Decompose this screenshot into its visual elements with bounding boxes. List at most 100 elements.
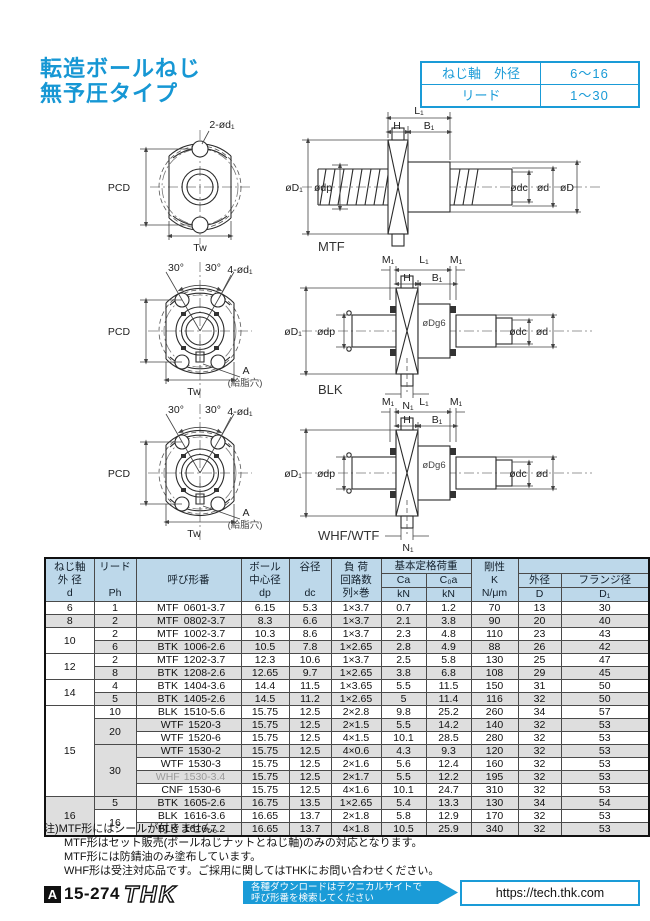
cell-flange-dia: 53 — [560, 809, 650, 823]
cell-ball-center-dia: 8.3 — [240, 614, 290, 628]
cell-ball-center-dia: 16.65 — [240, 822, 290, 837]
front-view-mtf: 2-ød₁ PCD Tw — [108, 119, 250, 254]
dim-pcd: PCD — [108, 182, 131, 194]
cell-root-dia: 12.5 — [288, 731, 332, 745]
download-banner: 各種ダウンロードはテクニカルサイトで 呼び形番を検索してください — [243, 881, 458, 904]
dim-bolt-holes-2: 2-ød₁ — [209, 119, 235, 131]
cell-od: 31 — [517, 679, 562, 693]
cell-root-dia: 10.6 — [288, 653, 332, 667]
technical-drawings: 30° 30° 4-ød₁ PCD Tw A (給脂穴) — [0, 105, 600, 556]
col-header-od: 外径 — [517, 573, 562, 588]
banner-line2: 呼び形番を検索してください — [251, 893, 374, 904]
cell-flange-dia: 53 — [560, 731, 650, 745]
cell-od: 26 — [517, 640, 562, 654]
cell-c0a: 11.4 — [425, 692, 472, 706]
cell-c0a: 5.8 — [425, 653, 472, 667]
cell-flange-dia: 43 — [560, 627, 650, 641]
cell-load-circuits: 2×1.7 — [330, 770, 382, 784]
cell-flange-dia: 53 — [560, 757, 650, 771]
cell-stiffness: 160 — [470, 757, 519, 771]
cell-ball-center-dia: 15.75 — [240, 744, 290, 758]
col-header-root-dia: 谷径 dc — [288, 557, 332, 602]
col-header-circuits: 負 荷 回路数 列×巻 — [330, 557, 382, 602]
cell-lead: 10 — [93, 705, 137, 719]
cell-c0a: 12.2 — [425, 770, 472, 784]
cell-ca: 2.3 — [380, 627, 427, 641]
cell-ball-center-dia: 14.5 — [240, 692, 290, 706]
spec-summary-row: リード 1〜30 — [422, 84, 638, 106]
cell-ball-center-dia: 14.4 — [240, 679, 290, 693]
front-view-blk — [108, 262, 263, 400]
cell-shaft-od: 10 — [44, 627, 95, 654]
spec-label-lead: リード — [422, 85, 541, 106]
cell-ball-center-dia: 12.65 — [240, 666, 290, 680]
cell-root-dia: 12.5 — [288, 757, 332, 771]
cell-od: 34 — [517, 796, 562, 810]
cell-od: 32 — [517, 757, 562, 771]
cell-root-dia: 5.3 — [288, 601, 332, 615]
cell-od: 34 — [517, 705, 562, 719]
spec-value-shaft-od: 6〜16 — [570, 66, 609, 81]
cell-ca: 10.5 — [380, 822, 427, 837]
cell-ca: 0.7 — [380, 601, 427, 615]
cell-od: 32 — [517, 744, 562, 758]
cell-load-circuits: 1×3.7 — [330, 614, 382, 628]
dim-nut-od: øD — [560, 182, 574, 194]
col-header-load-rating: 基本定格荷重 — [380, 557, 472, 574]
cell-flange-dia: 45 — [560, 666, 650, 680]
cell-flange-dia: 47 — [560, 653, 650, 667]
col-header-ca: Ca — [380, 573, 427, 588]
cell-load-circuits: 4×1.8 — [330, 822, 382, 837]
cell-stiffness: 310 — [470, 783, 519, 797]
cell-load-circuits: 1×2.65 — [330, 692, 382, 706]
dim-root-dia: ødc — [510, 182, 528, 194]
cell-stiffness: 195 — [470, 770, 519, 784]
spec-label-shaft-od: ねじ軸 外径 — [422, 63, 541, 84]
cell-stiffness: 260 — [470, 705, 519, 719]
cell-flange-dia: 30 — [560, 601, 650, 615]
cell-c0a: 12.4 — [425, 757, 472, 771]
cell-lead: 1 — [93, 601, 137, 615]
cell-stiffness: 70 — [470, 601, 519, 615]
cell-lead: 5 — [93, 796, 137, 810]
cell-load-circuits: 1×2.65 — [330, 796, 382, 810]
cell-ball-center-dia: 10.3 — [240, 627, 290, 641]
cell-load-circuits: 1×3.7 — [330, 601, 382, 615]
cell-root-dia: 12.5 — [288, 718, 332, 732]
cell-c0a: 4.9 — [425, 640, 472, 654]
col-header-stiffness: 剛性 K N/μm — [470, 557, 519, 602]
label-blk: BLK — [318, 382, 343, 397]
cell-od: 32 — [517, 809, 562, 823]
cell-stiffness: 280 — [470, 731, 519, 745]
col-header-spacer — [517, 557, 650, 574]
cell-lead: 2 — [93, 653, 137, 667]
cell-lead: 16 — [93, 809, 137, 837]
cell-ball-center-dia: 15.75 — [240, 718, 290, 732]
cell-ball-center-dia: 12.3 — [240, 653, 290, 667]
cell-ball-center-dia: 16.75 — [240, 796, 290, 810]
cell-c0a: 1.2 — [425, 601, 472, 615]
notes: 注)MTF形にはシールが付きません。 MTF形はセット販売(ボールねじナットとね… — [44, 822, 439, 878]
cell-stiffness: 130 — [470, 653, 519, 667]
tech-site-url: https://tech.thk.com — [460, 880, 640, 906]
label-whf-wtf: WHF/WTF — [318, 528, 379, 543]
cell-root-dia: 11.5 — [288, 679, 332, 693]
